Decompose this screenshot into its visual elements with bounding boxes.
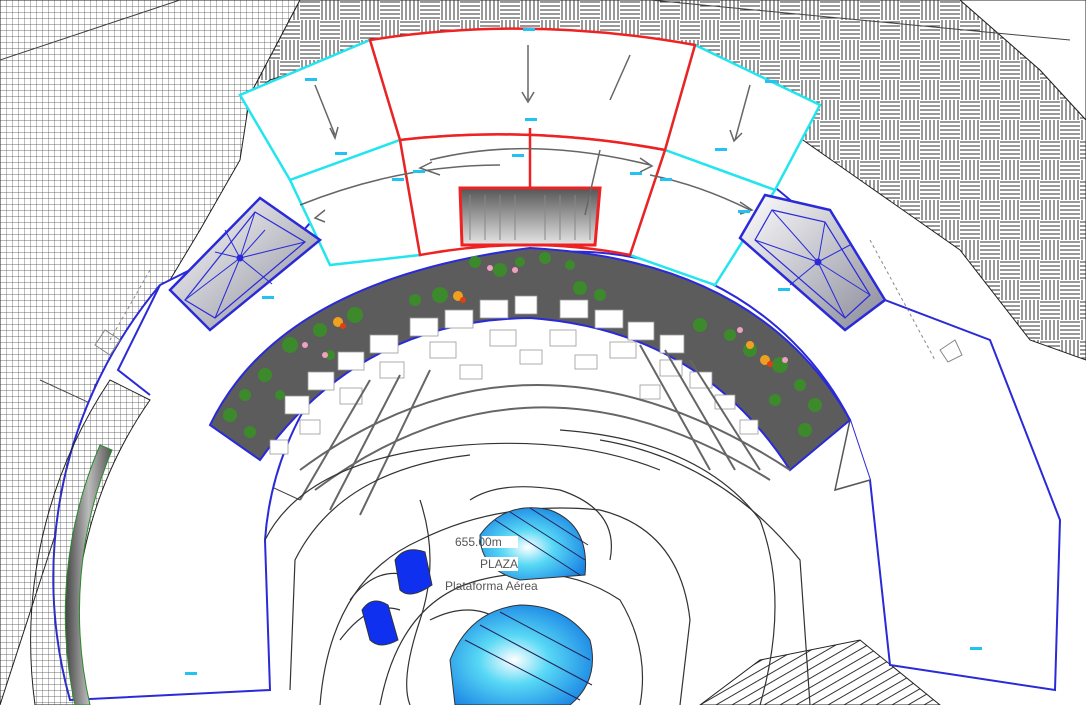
area-name-label: PLAZA [480, 557, 518, 571]
tile-grid [269, 295, 759, 455]
flower-icon [302, 265, 788, 367]
red-central-block [368, 27, 697, 257]
water-pools [361, 507, 593, 705]
radial-paving-lines [299, 344, 791, 516]
column-icon [168, 196, 323, 332]
column-icon [738, 193, 887, 332]
plaza-label-block: 655.00m PLAZA Plataforma Aérea [445, 535, 538, 593]
stair-edges [94, 239, 963, 363]
cyan-markers [185, 28, 982, 675]
flow-arrow-icon [299, 45, 754, 223]
area-subtitle-label: Plataforma Aérea [445, 579, 538, 593]
tree-icon [223, 252, 822, 438]
elevation-label: 655.00m [455, 535, 502, 549]
